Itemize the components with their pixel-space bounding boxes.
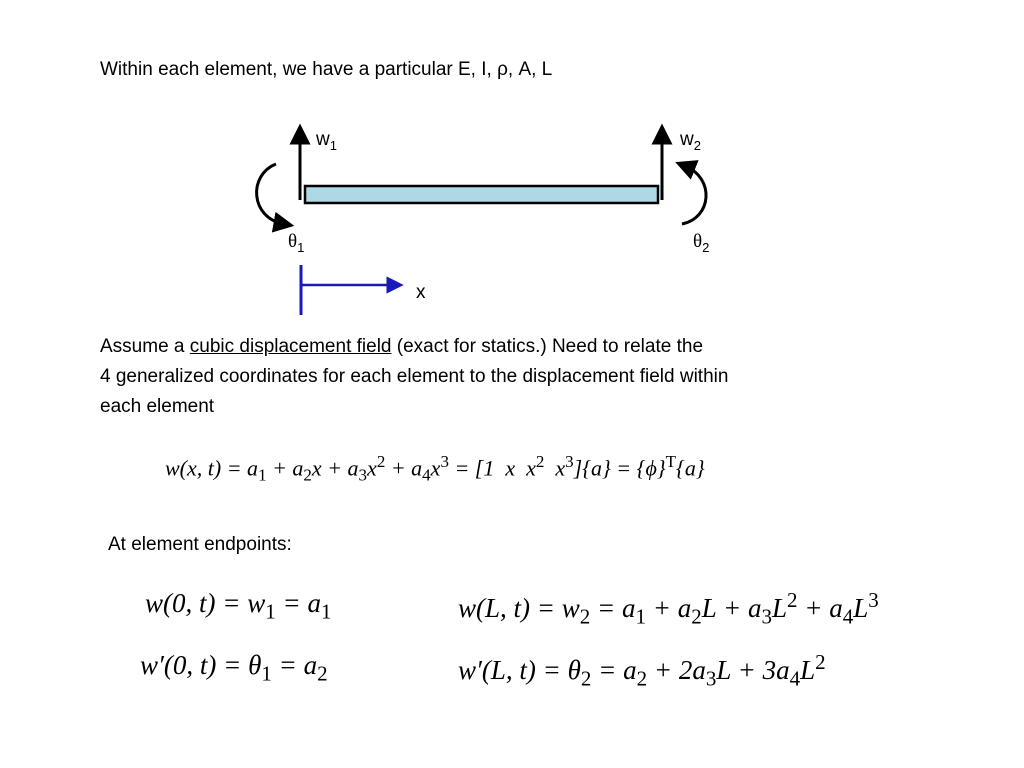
label-w2: w2 [679,129,701,153]
assumption-line-2: 4 generalized coordinates for each eleme… [100,366,729,387]
label-x: x [416,282,426,303]
eq-w-at-zero: w(0, t) = w1 = a1 [145,588,332,624]
eq-w-at-L: w(L, t) = w2 = a1 + a2L + a3L2 + a4L3 [458,588,879,629]
eq-slope-at-zero: w′(0, t) = θ1 = a2 [140,650,328,686]
theta1-rotation-arrow [255,162,295,233]
label-w1: w1 [315,129,337,153]
label-theta2: θ2 [693,231,709,255]
cubic-field-underlined: cubic displacement field [189,336,392,357]
beam-diagram: w1 w2 θ1 θ2 x [255,123,709,315]
theta2-rotation-arrow [675,160,708,226]
cubic-displacement-equation: w(x, t) = a1 + a2x + a3x2 + a4x3 = [1 x … [165,452,705,485]
intro-text: Within each element, we have a particula… [100,59,553,80]
assumption-line-3: each element [100,396,215,417]
endpoints-label: At element endpoints: [108,534,292,555]
label-theta1: θ1 [288,231,304,255]
assumption-line-1: Assume a cubic displacement field (exact… [100,336,704,357]
eq-slope-at-L: w′(L, t) = θ2 = a2 + 2a3L + 3a4L2 [458,650,826,691]
beam-element [303,184,660,205]
